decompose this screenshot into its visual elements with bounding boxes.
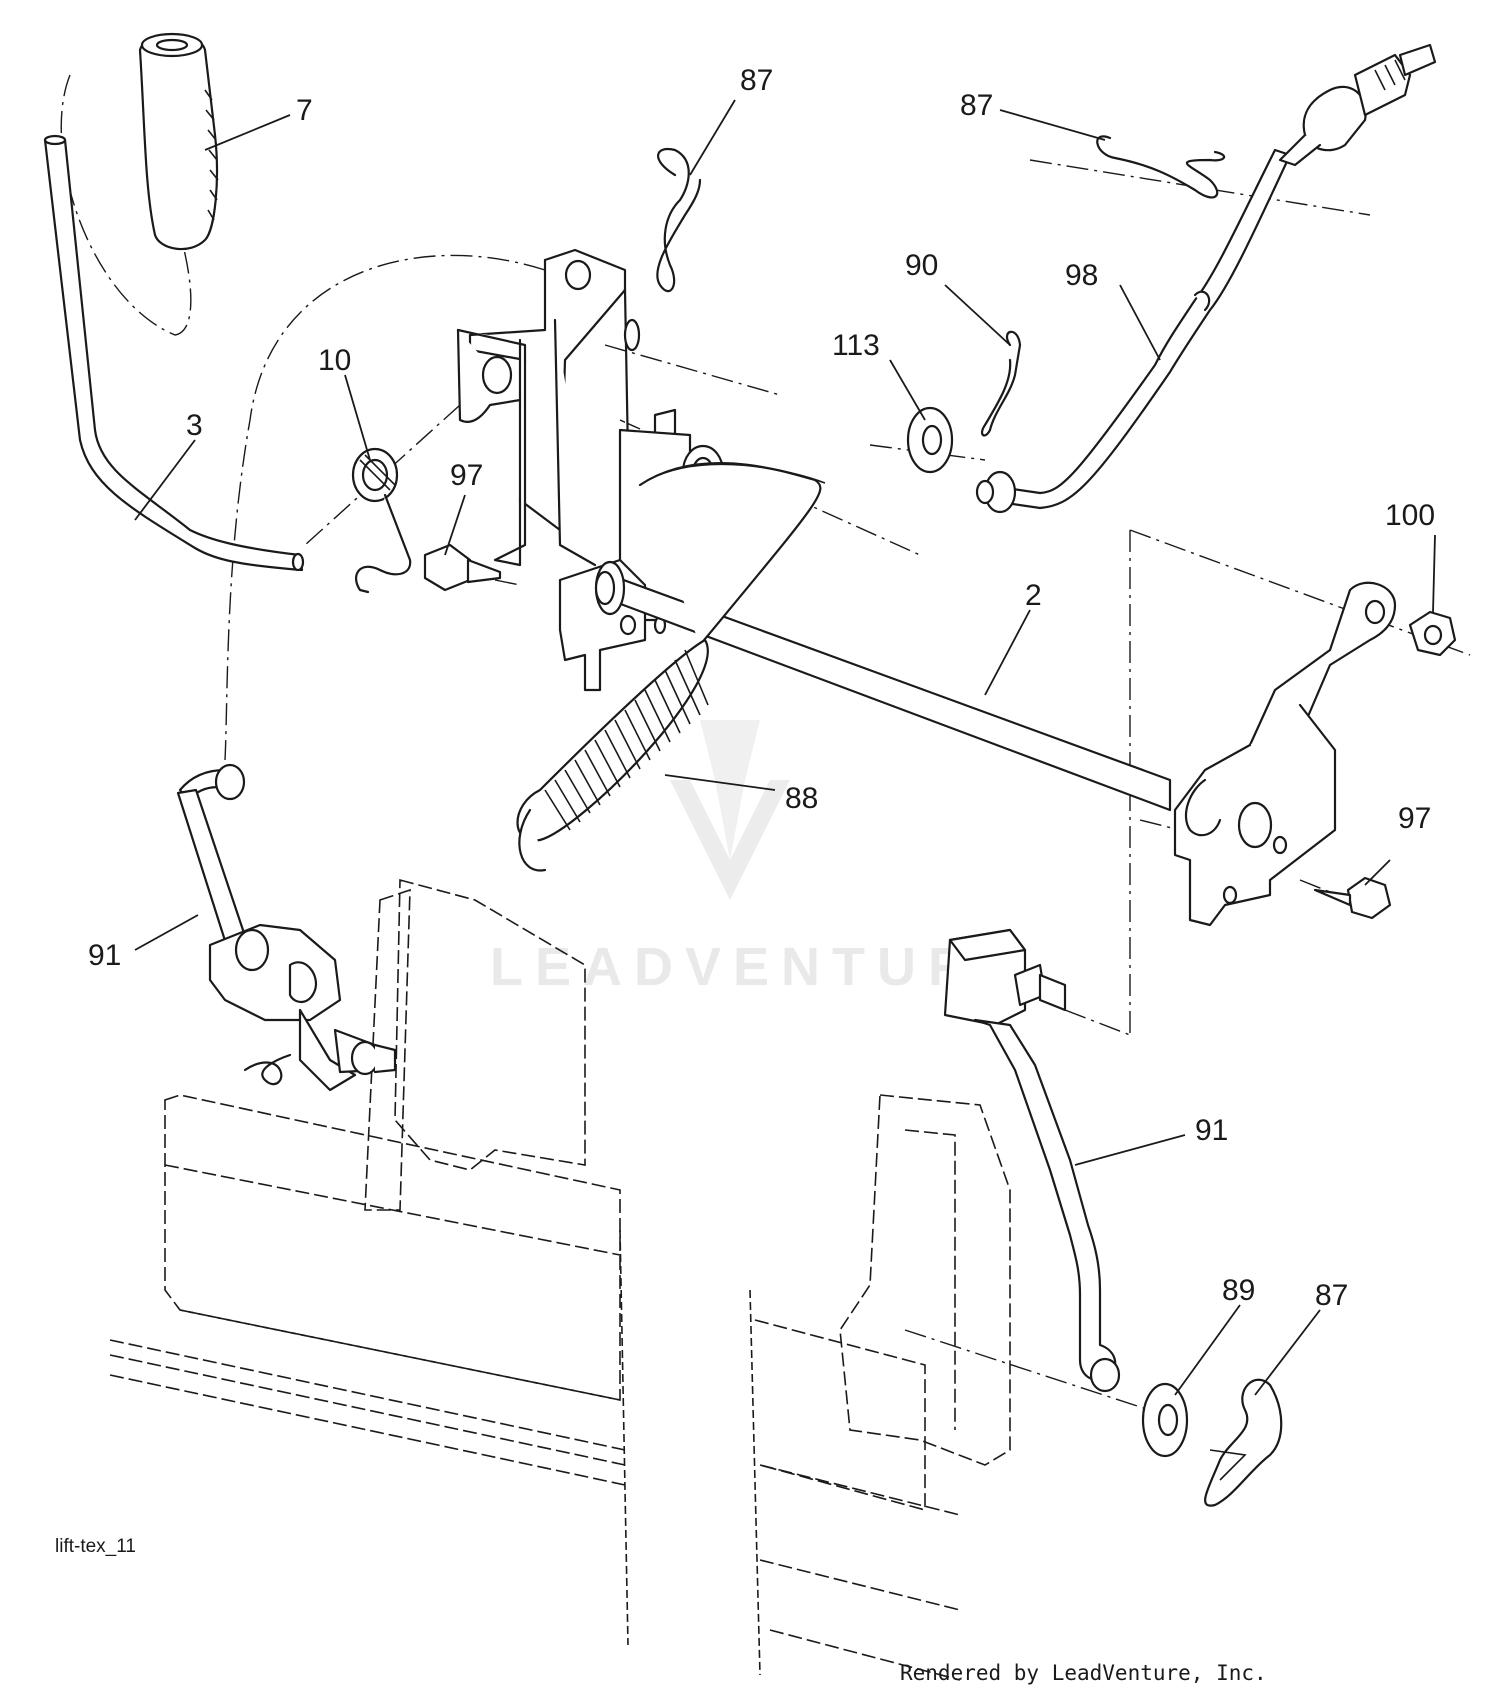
bolt-part-right [1313, 876, 1392, 920]
mower-deck-left [109, 878, 629, 1646]
callout-89: 89 [1222, 1274, 1255, 1307]
callout-labels: 7 3 10 97 87 87 90 98 113 100 2 88 97 91… [88, 64, 1435, 1312]
callout-87-top: 87 [740, 64, 773, 97]
right-lift-arm-part [1173, 581, 1397, 927]
left-adjuster-bracket-part [208, 923, 397, 1092]
callout-10: 10 [318, 344, 351, 377]
callout-87-bottom: 87 [1315, 1279, 1348, 1312]
callout-87-right: 87 [960, 89, 993, 122]
callout-7: 7 [296, 94, 313, 127]
lift-lever-part [43, 134, 305, 572]
bolt-part-left [423, 543, 502, 592]
callout-2: 2 [1025, 579, 1042, 612]
washer-part-113 [906, 406, 954, 474]
link-rod-part-right [943, 928, 1121, 1393]
callout-90: 90 [905, 249, 938, 282]
lift-bracket-part [456, 248, 641, 567]
watermark-text: LEADVENTURE [490, 937, 1027, 997]
cotter-pin-part [981, 330, 1022, 437]
callout-98: 98 [1065, 259, 1098, 292]
spring-hook-wire [638, 461, 826, 647]
callout-113: 113 [832, 329, 880, 362]
hairpin-clip-part-top [656, 147, 702, 293]
callout-3: 3 [186, 409, 203, 442]
leader-lines [134, 99, 1436, 1396]
washer-part-89 [1141, 1382, 1189, 1458]
callout-97-left: 97 [450, 459, 483, 492]
mower-deck-right [749, 1094, 1011, 1681]
torsion-spring-part [351, 447, 412, 594]
hairpin-clip-part-right [1096, 135, 1226, 199]
link-rod-part-left [176, 763, 250, 952]
figure-id: lift-tex_11 [55, 1536, 136, 1557]
extension-spring-part [516, 638, 709, 872]
lift-shaft-part [594, 560, 1172, 812]
callout-91-right: 91 [1195, 1114, 1228, 1147]
nut-part [1408, 610, 1457, 657]
render-credit: Rendered by LeadVenture, Inc. [900, 1661, 1267, 1685]
callout-91-left: 91 [88, 939, 121, 972]
handle-grip-part [138, 32, 219, 251]
hairpin-clip-part-bottom [1204, 1378, 1283, 1507]
rod-adjuster-knob [1278, 43, 1437, 167]
watermark: LEADVENTURE [490, 720, 1027, 997]
callout-100: 100 [1385, 499, 1435, 532]
adjustment-rod-part [975, 148, 1292, 514]
callout-88: 88 [785, 782, 818, 815]
callout-97-right: 97 [1398, 802, 1431, 835]
